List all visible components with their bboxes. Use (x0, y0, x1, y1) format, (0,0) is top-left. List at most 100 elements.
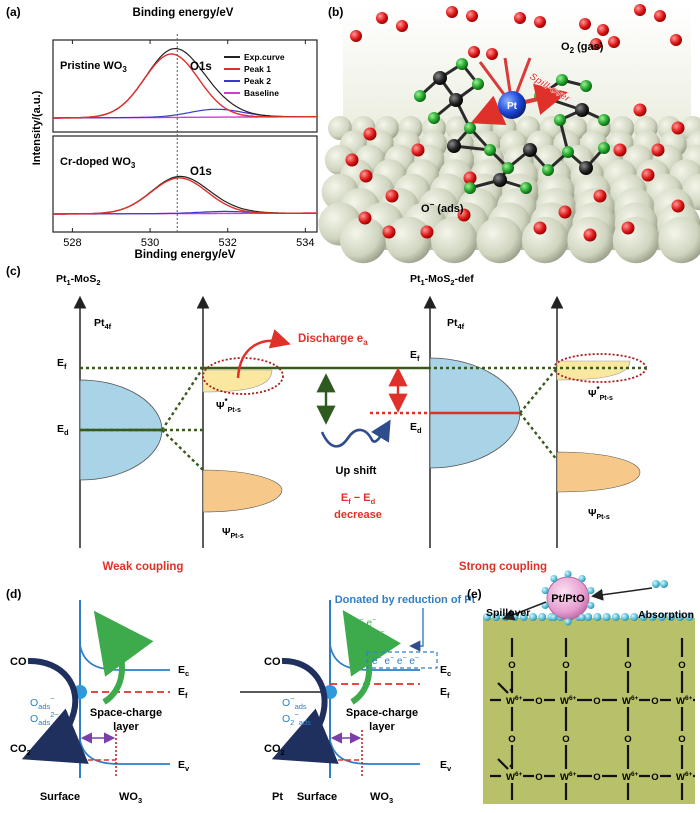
surface-atoms (318, 103, 700, 264)
oxygen-site-bg (534, 769, 544, 783)
xps-curve-peak-1 (53, 177, 317, 215)
right-system-title: Pt1-MoS2-def (410, 273, 474, 287)
panel-c: (c) Pt1-MoS2 Pt1-MoS2-def Pt4f Pt4f (6, 264, 650, 573)
electron-transfer-arrow-right (342, 610, 401, 705)
defect-dot (509, 688, 513, 692)
surface-adsorbate (630, 613, 639, 621)
strong-coupling-label: Strong coupling (459, 561, 547, 573)
right-psi-lobe (556, 451, 641, 493)
ev-label-left: Ev (178, 759, 190, 773)
tungsten-site-bg (617, 769, 639, 783)
oxygen-label: O (562, 734, 569, 745)
surface-label-left: Surface (40, 791, 80, 803)
surface-adsorbate (667, 613, 675, 621)
discharge-label: Discharge ea (298, 333, 368, 347)
tungsten-label: W6+ (506, 771, 523, 783)
pt-atom-label: Pt (507, 101, 518, 112)
spillover-label: Spillover (486, 607, 530, 619)
gas-oxygen-atom (376, 12, 388, 24)
particle-adsorbate (564, 618, 572, 626)
co-oxidation-arrow-right (271, 657, 339, 764)
oads-label-left: Oads− (30, 694, 55, 711)
panel-a: (a) Binding energy/eV Intensity/(a.u.) P… (6, 5, 318, 261)
absorption-label: Absorption (638, 609, 694, 621)
space-charge-label-right: Space-charge (346, 707, 418, 719)
carbon-atom (449, 93, 463, 107)
tungsten-site-bg (555, 693, 577, 707)
o-ads-label: O− (ads) (421, 200, 464, 215)
panel-d: (d) CO CO2 Oads− Oads2− e− e− Ec Ef Ev S… (6, 587, 476, 805)
dotted-level-lines (80, 366, 650, 471)
adsorbed-oxygen (363, 127, 377, 141)
absorption-arrow (591, 587, 653, 601)
sulfur-atom (542, 164, 554, 176)
o2-gas-label: O2 (gas) (561, 41, 604, 55)
gas-oxygen-atom (514, 12, 526, 24)
weak-coupling-label: Weak coupling (103, 561, 184, 573)
oxygen-site-bg (507, 657, 517, 671)
adsorbed-oxygen (359, 169, 373, 183)
adsorbed-oxygen (533, 221, 547, 235)
gas-oxygen-atom (654, 10, 666, 22)
oxygen-label: O (651, 772, 658, 783)
panel-a-bottom-axis-title: Binding energy/eV (135, 249, 236, 261)
oads2-label-right: O2−ads (282, 710, 311, 727)
band-diagram-left: CO CO2 Oads− Oads2− e− e− Ec Ef Ev Space… (10, 600, 190, 805)
surface-adsorbate (648, 613, 657, 621)
particle-adsorbate (550, 613, 558, 622)
particle-adsorbate (578, 613, 586, 622)
adsorbed-oxygen (358, 211, 372, 225)
wo3-label-right: WO3 (370, 791, 393, 805)
particle-adsorbate (550, 574, 558, 583)
tungsten-site-bg (671, 769, 693, 783)
adsorbed-oxygen (558, 205, 572, 219)
bottom-sample-label: Cr-doped WO3 (60, 156, 136, 170)
gas-oxygen-atom (597, 24, 609, 36)
surface-adsorbate (602, 613, 611, 621)
adsorbed-oxygen (621, 221, 635, 235)
oxygen-site-bg (534, 693, 544, 707)
oxygen-label: O (508, 660, 515, 671)
decrease-label: decrease (334, 509, 382, 521)
panel-c-label: (c) (6, 264, 21, 278)
gas-oxygen-atom (486, 48, 498, 60)
surface-adsorbate (611, 613, 620, 621)
panel-a-top-frame (52, 39, 318, 133)
oxygen-site-bg (650, 693, 660, 707)
xps-bottom-plot (53, 175, 317, 215)
surface-adsorbate (676, 613, 685, 621)
left-psi-star-lobe (202, 369, 273, 393)
legend-label: Baseline (244, 88, 279, 98)
right-ef-label: Ef (410, 349, 420, 363)
space-charge-label-left: Space-charge (90, 707, 162, 719)
sulfur-atom (554, 114, 566, 126)
surface-adsorbate (519, 613, 528, 621)
donated-electrons-box (366, 651, 438, 669)
adsorbed-oxygen (463, 171, 477, 185)
tungsten-site-bg (555, 769, 577, 783)
adsorbed-oxygen (641, 168, 655, 182)
panel-d-label: (d) (6, 587, 21, 601)
x-tick-label: 530 (141, 237, 159, 249)
panel-a-bottom-frame (52, 135, 318, 233)
surface-atom (521, 216, 569, 264)
oxygen-label: O (624, 660, 631, 671)
sulfur-atom (464, 122, 476, 134)
left-system-title: Pt1-MoS2 (56, 273, 101, 287)
electron-label-left: e− e− (98, 623, 122, 637)
right-ed-label: Ed (410, 421, 422, 435)
sulfur-atom (502, 162, 514, 174)
discharge-arrow (236, 329, 291, 379)
surface-adsorbate (639, 613, 648, 621)
xps-curve-exp-curve (53, 175, 317, 215)
ec-label-right: Ec (440, 664, 451, 678)
surface-adsorbate (657, 613, 666, 621)
pt-label-right: Pt (272, 791, 283, 803)
carbon-atom (493, 173, 507, 187)
oxygen-site-bg (677, 731, 687, 745)
oxygen-label: O (678, 734, 685, 745)
top-sample-label: Pristine WO3 (60, 60, 127, 74)
defect-bond (497, 682, 509, 694)
